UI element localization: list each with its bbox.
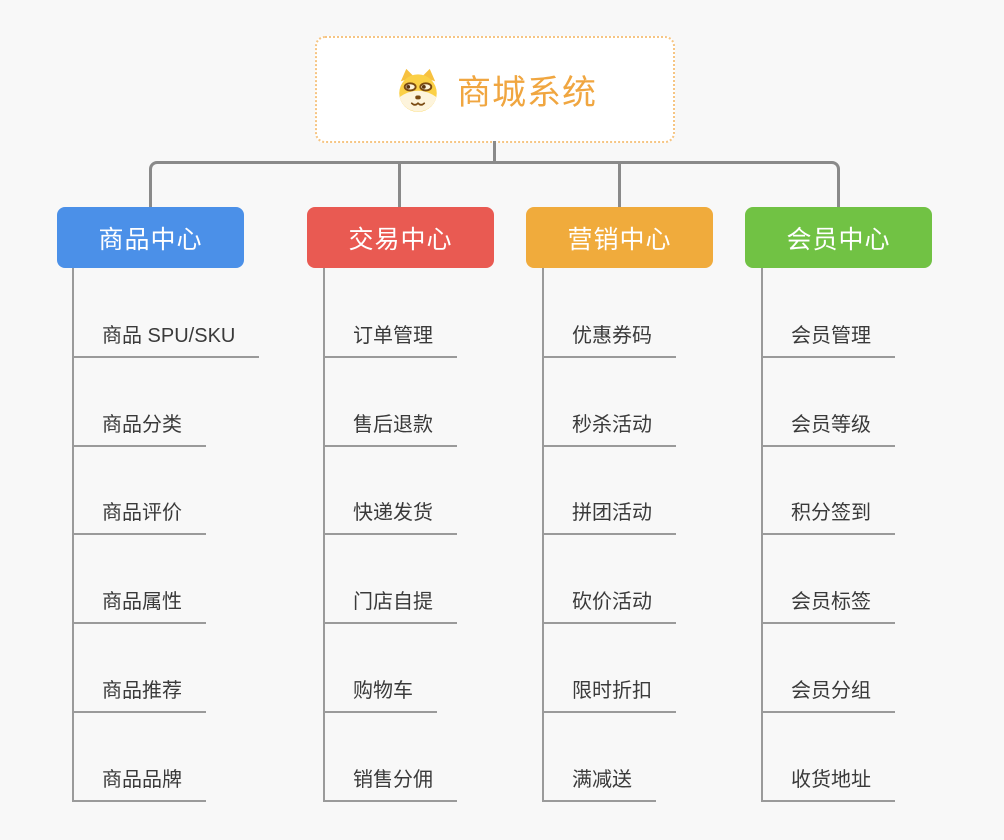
branch-item[interactable]: 限时折扣 (542, 665, 676, 713)
branch-item[interactable]: 会员管理 (761, 310, 895, 358)
branch-item[interactable]: 售后退款 (323, 399, 457, 447)
branch-item[interactable]: 门店自提 (323, 576, 457, 624)
branch-item[interactable]: 满减送 (542, 754, 656, 802)
branch-item[interactable]: 优惠券码 (542, 310, 676, 358)
branch-bus-line (149, 161, 840, 207)
branch-item[interactable]: 商品评价 (72, 487, 206, 535)
branch-item[interactable]: 会员分组 (761, 665, 895, 713)
branch-item[interactable]: 商品 SPU/SKU (72, 310, 260, 358)
branch-item[interactable]: 砍价活动 (542, 576, 676, 624)
branch-item[interactable]: 会员标签 (761, 576, 895, 624)
branch-item[interactable]: 会员等级 (761, 399, 895, 447)
branch-item[interactable]: 拼团活动 (542, 487, 676, 535)
branch-header-trade[interactable]: 交易中心 (307, 207, 494, 268)
branch-item[interactable]: 订单管理 (323, 310, 457, 358)
branch-drop-marketing (618, 164, 621, 207)
root-title: 商城系统 (457, 74, 597, 112)
branch-item[interactable]: 销售分佣 (323, 754, 457, 802)
branch-header-product[interactable]: 商品中心 (57, 207, 244, 268)
branch-item[interactable]: 积分签到 (761, 487, 895, 535)
branch-drop-trade (398, 164, 401, 207)
root-connector-stub (493, 141, 496, 163)
branch-item[interactable]: 收货地址 (761, 754, 895, 802)
branch-item[interactable]: 商品推荐 (72, 665, 206, 713)
branch-item[interactable]: 商品分类 (72, 399, 206, 447)
dog-face-icon (393, 67, 443, 113)
branch-item[interactable]: 购物车 (323, 665, 437, 713)
branch-header-member[interactable]: 会员中心 (745, 207, 932, 268)
root-node[interactable]: 商城系统 (315, 36, 675, 143)
branch-item[interactable]: 商品品牌 (72, 754, 206, 802)
branch-header-marketing[interactable]: 营销中心 (526, 207, 713, 268)
branch-item[interactable]: 快递发货 (323, 487, 457, 535)
branch-item[interactable]: 商品属性 (72, 576, 206, 624)
branch-item[interactable]: 秒杀活动 (542, 399, 676, 447)
